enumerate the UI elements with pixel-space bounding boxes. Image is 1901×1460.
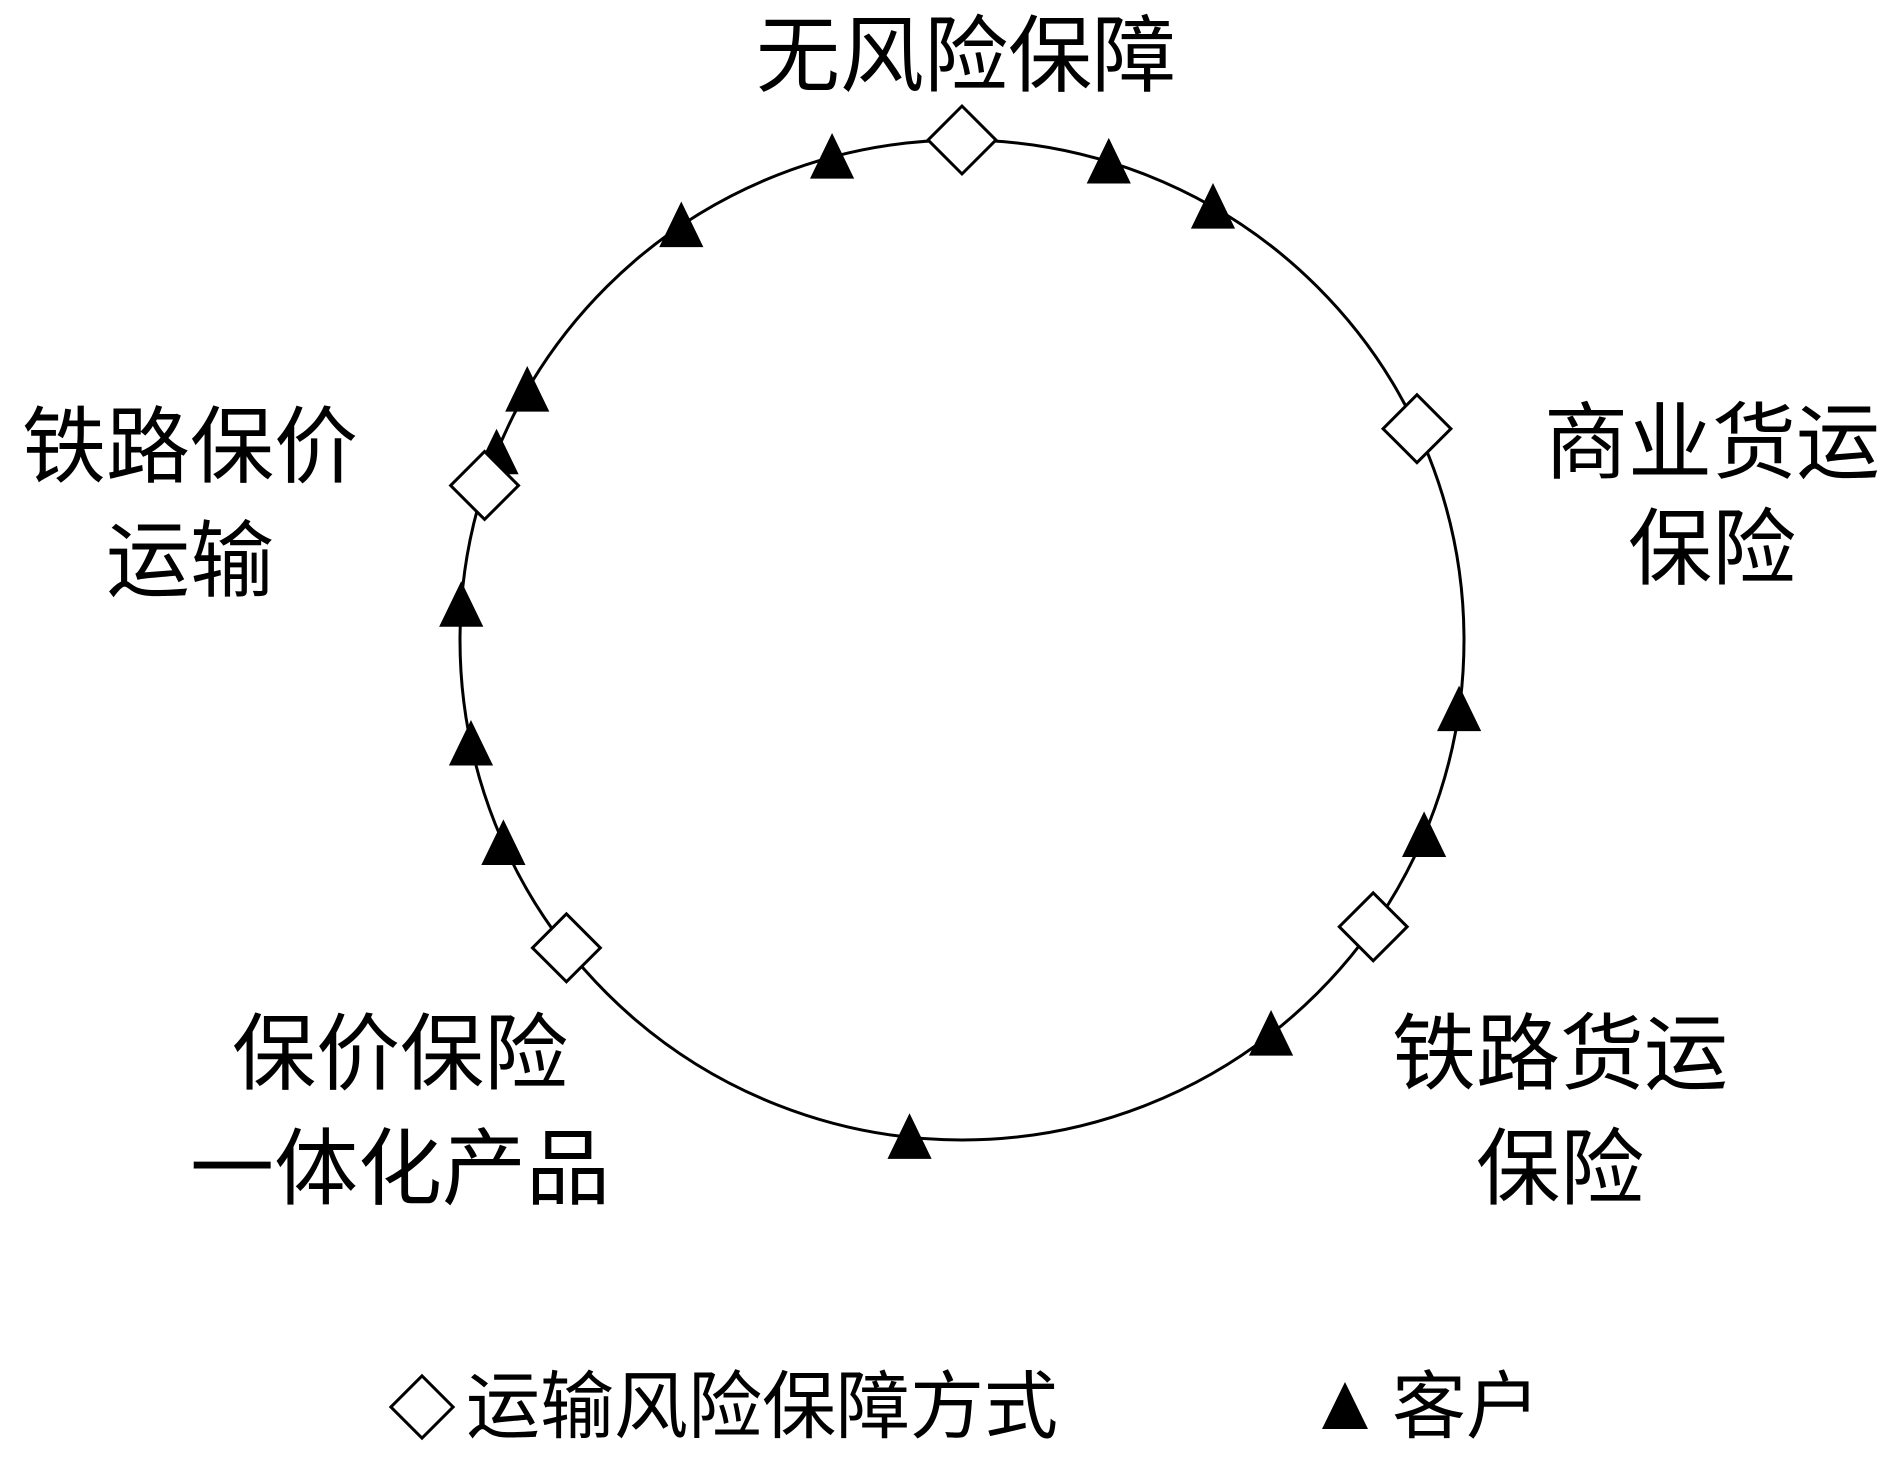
customer-triangle-marker <box>809 133 855 179</box>
ring-markers <box>439 103 1482 1159</box>
customer-triangle-marker <box>1248 1010 1294 1056</box>
label-rail-valuation-line1: 铁路保价 <box>22 398 358 496</box>
label-rail-freight-line1: 铁路货运 <box>1392 1005 1728 1103</box>
customer-triangle-marker <box>439 581 484 627</box>
label-no-risk: 无风险保障 <box>756 7 1176 105</box>
risk-method-diamond-marker <box>1380 392 1454 465</box>
label-commercial-line2: 保险 <box>1628 500 1796 598</box>
legend-diamond-label: 运输风险保障方式 <box>466 1364 1058 1450</box>
customer-triangle-marker <box>887 1113 932 1159</box>
risk-method-diamond-marker <box>448 449 521 522</box>
customer-triangle-marker <box>505 366 550 412</box>
legend: 运输风险保障方式 客户 <box>388 1364 1540 1450</box>
legend-triangle-icon <box>1322 1382 1368 1429</box>
customer-triangle-marker <box>1086 137 1131 184</box>
risk-method-diamond-marker <box>1337 890 1410 963</box>
legend-triangle-label: 客户 <box>1392 1364 1540 1450</box>
customer-triangle-marker <box>1190 182 1236 229</box>
legend-diamond-icon <box>388 1373 456 1441</box>
label-integrated-line2: 一体化产品 <box>190 1120 610 1218</box>
ring-circle <box>458 138 1466 1142</box>
label-rail-valuation-line2: 运输 <box>106 512 274 610</box>
label-rail-freight-line2: 保险 <box>1476 1120 1644 1218</box>
customer-triangle-marker <box>659 201 704 248</box>
customer-triangle-marker <box>1437 685 1482 732</box>
customer-triangle-marker <box>481 819 526 865</box>
risk-method-diamond-marker <box>530 911 603 984</box>
customer-triangle-marker <box>1402 811 1447 857</box>
label-commercial-line1: 商业货运 <box>1544 394 1880 492</box>
customer-triangle-marker <box>448 719 494 766</box>
risk-method-diamond-marker <box>925 103 999 177</box>
label-integrated-line1: 保价保险 <box>232 1005 568 1103</box>
